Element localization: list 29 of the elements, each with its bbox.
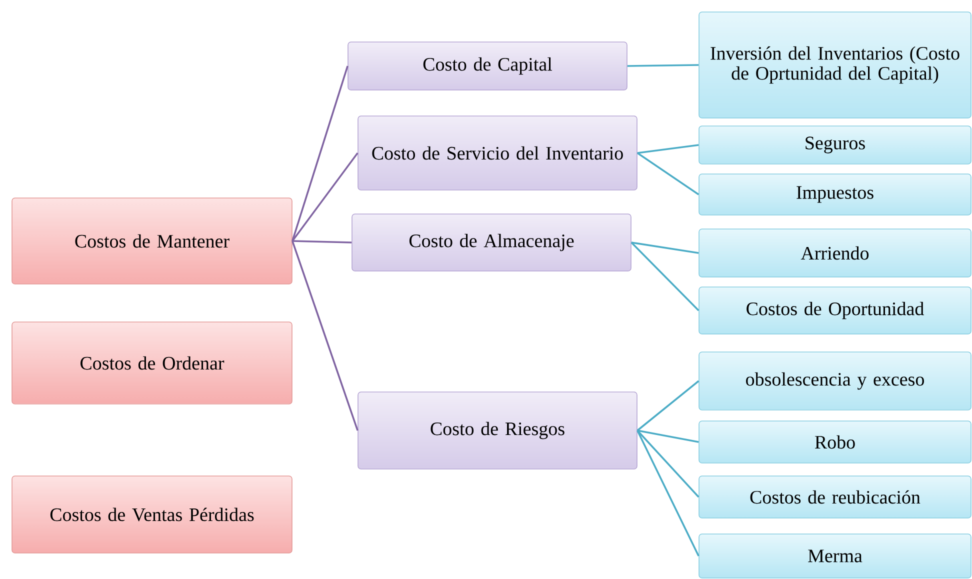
category-box: Costo de Capital [348, 42, 628, 90]
root-box: Costos de Mantener [12, 198, 292, 284]
connector-line [627, 64, 699, 67]
connector-line [636, 152, 700, 196]
item-box: Impuestos [698, 174, 972, 216]
item-box: Seguros [698, 126, 972, 164]
connector-line [292, 240, 358, 431]
item-box: Arriendo [698, 228, 972, 278]
category-box: Costo de Servicio del Inventario [358, 116, 638, 190]
category-box: Costo de Almacenaje [352, 214, 632, 272]
item-box: obsolescencia y exceso [698, 352, 972, 410]
item-box: Inversión del Inventarios (Costo de Oprtunidad del Capital) [698, 12, 972, 118]
connector-line [292, 240, 352, 244]
connector-line [630, 242, 700, 312]
root-box: Costos de Ordenar [12, 322, 292, 404]
item-box: Costos de reubicación [698, 476, 972, 518]
connector-line [631, 242, 699, 254]
item-box: Costos de Oportunidad [698, 286, 972, 334]
connector-line [292, 66, 348, 242]
connector-line [636, 430, 700, 556]
connector-line [636, 380, 700, 432]
item-box: Merma [698, 534, 972, 578]
item-box: Robo [698, 420, 972, 464]
connector-line [637, 430, 699, 443]
connector-line [637, 144, 699, 154]
root-box: Costos de Ventas Pérdidas [12, 476, 292, 554]
connector-line [292, 152, 358, 242]
category-box: Costo de Riesgos [358, 392, 638, 470]
connector-line [636, 430, 700, 498]
